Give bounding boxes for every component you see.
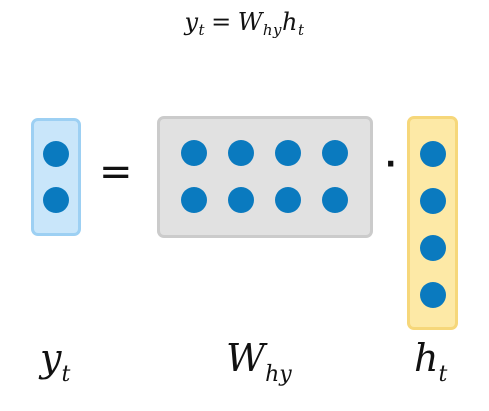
weight-matrix-element (275, 140, 301, 166)
hidden-vector-label: ht (414, 338, 447, 395)
formula-lhs: y (184, 8, 199, 36)
weight-matrix-element (322, 140, 348, 166)
weight-label-subscript: hy (265, 362, 292, 387)
output-vector-element (43, 141, 69, 167)
hidden-vector-element (419, 188, 446, 214)
weight-matrix-element (322, 187, 348, 213)
formula-vector: h (282, 8, 298, 36)
formula-matrix: W (237, 8, 263, 36)
weight-matrix-label: Why (226, 338, 292, 395)
hidden-label-main: h (414, 336, 439, 380)
formula-vector-subscript: t (297, 21, 305, 39)
hidden-vector-box (407, 116, 458, 330)
output-label-subscript: t (61, 362, 71, 387)
output-vector-label: yt (40, 338, 70, 395)
output-label-main: y (40, 336, 62, 380)
output-vector-box (31, 118, 81, 236)
weight-matrix-box (157, 116, 373, 238)
weight-label-main: W (226, 336, 266, 380)
output-vector-element (43, 187, 69, 213)
hidden-vector-element (419, 235, 446, 261)
formula-title: yt=Whyht (0, 8, 489, 39)
weight-matrix-element (181, 187, 207, 213)
formula-matrix-subscript: hy (262, 21, 282, 39)
hidden-vector-element (419, 282, 446, 308)
formula-equals: = (211, 8, 232, 36)
weight-matrix-element (228, 140, 254, 166)
equals-sign: = (99, 149, 133, 195)
formula-lhs-subscript: t (198, 21, 206, 39)
hidden-vector-element (419, 141, 446, 167)
weight-matrix-element (275, 187, 301, 213)
hidden-label-subscript: t (438, 362, 448, 387)
dot-product-operator: · (385, 147, 397, 182)
weight-matrix-element (228, 187, 254, 213)
weight-matrix-element (181, 140, 207, 166)
